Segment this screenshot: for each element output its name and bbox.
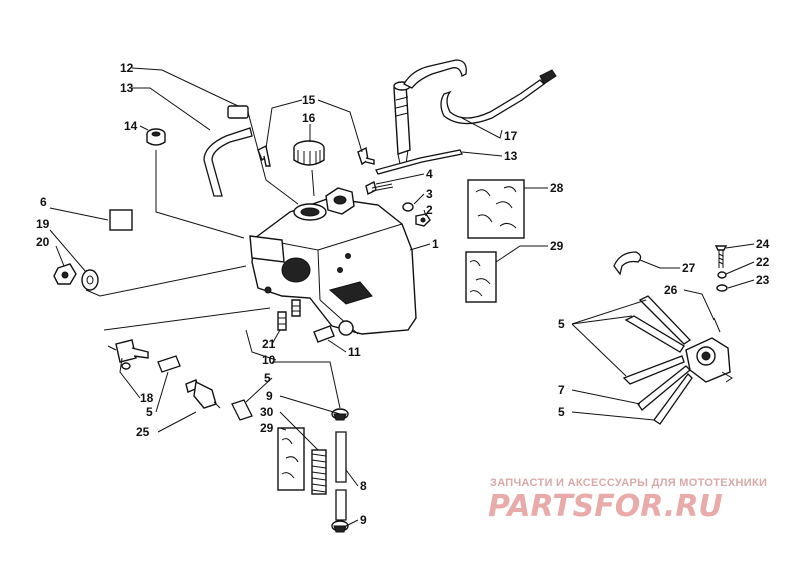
- filler-neck: [325, 187, 355, 215]
- callout-7: 7: [558, 383, 565, 397]
- callout-11: 11: [348, 345, 361, 359]
- watermark-logo: PARTSFOR.RU: [488, 489, 723, 524]
- part-drawings: [53, 59, 733, 533]
- pump-hose-1: [624, 315, 685, 353]
- callout-13-left: 13: [120, 81, 134, 95]
- callout-13-right: 13: [504, 149, 518, 163]
- foam-pad-large: [467, 179, 525, 239]
- ring-grommet: [81, 269, 99, 291]
- outlet-fitting: [313, 320, 354, 343]
- callout-26: 26: [664, 283, 678, 297]
- pump-hose-2: [638, 295, 692, 345]
- callout-2: 2: [426, 203, 433, 217]
- callout-19: 19: [36, 217, 50, 231]
- callout-9-lower: 9: [360, 513, 367, 527]
- callout-25: 25: [136, 425, 150, 439]
- callout-12: 12: [120, 61, 134, 75]
- oil-pump: [685, 317, 733, 383]
- hose-clamp-lower: [331, 520, 349, 533]
- pump-hose-3: [622, 355, 685, 385]
- pump-screw: [714, 245, 728, 268]
- oil-level-sensor: [393, 59, 557, 165]
- callout-21: 21: [262, 337, 276, 351]
- callout-9-upper: 9: [266, 389, 273, 403]
- callout-1: 1: [432, 237, 439, 251]
- callout-30: 30: [260, 405, 274, 419]
- callout-5-pump-upper: 5: [558, 317, 565, 331]
- mount-bolt: [365, 180, 394, 196]
- hose-clamp-upper: [331, 408, 349, 421]
- callout-10: 10: [262, 353, 276, 367]
- callout-28: 28: [550, 181, 564, 195]
- tank-cap: [293, 140, 325, 166]
- hose-clip: [613, 251, 642, 276]
- callout-22: 22: [756, 255, 770, 269]
- callout-27: 27: [682, 261, 696, 275]
- callout-6: 6: [40, 195, 47, 209]
- bottom-fitting-right: [291, 299, 301, 317]
- short-hose-b: [231, 399, 253, 421]
- spring: [311, 449, 327, 495]
- oil-grommet: [146, 128, 166, 146]
- foam-pad-small-right: [465, 251, 497, 303]
- callout-labels: 12 13 14 15 16 17 13 4 3 2 1 28 29 6 19 …: [36, 61, 770, 527]
- callout-4: 4: [426, 167, 433, 181]
- callout-18: 18: [140, 391, 154, 405]
- watermark-tagline: ЗАПЧАСТИ И АКСЕССУАРЫ ДЛЯ МОТОТЕХНИКИ: [490, 477, 767, 489]
- feed-hose-lower: [335, 489, 347, 521]
- decal: [109, 209, 133, 231]
- callout-5-left: 5: [146, 405, 153, 419]
- watermark: ЗАПЧАСТИ И АКСЕССУАРЫ ДЛЯ МОТОТЕХНИКИ PA…: [488, 477, 767, 524]
- foam-pad-small-bottom: [277, 427, 305, 491]
- elbow-fitting-right: [357, 146, 375, 166]
- callout-3: 3: [426, 187, 433, 201]
- bottom-fitting-left: [277, 311, 287, 331]
- callout-29-right: 29: [550, 239, 564, 253]
- short-hose-a: [157, 355, 181, 373]
- callout-5-pump-lower: 5: [558, 405, 565, 419]
- hex-nut: [53, 263, 77, 285]
- callout-14: 14: [124, 119, 138, 133]
- callout-20: 20: [36, 235, 50, 249]
- vent-line: [375, 149, 463, 175]
- inline-filter: [185, 379, 221, 409]
- elbow-fitting-left: [257, 144, 271, 167]
- shutoff-valve: [107, 339, 149, 370]
- pump-hose-4: [637, 365, 691, 411]
- leader-lines: [49, 67, 755, 527]
- callout-17: 17: [504, 129, 518, 143]
- mount-washer: [402, 202, 414, 212]
- callout-5-center: 5: [264, 371, 271, 385]
- callout-23: 23: [756, 273, 770, 287]
- feed-hose-upper: [335, 431, 347, 483]
- oil-tank: [249, 197, 417, 335]
- pump-hose-5: [653, 373, 693, 425]
- mount-nut: [415, 213, 431, 227]
- callout-29-bottom: 29: [260, 421, 274, 435]
- grommet-plate: [227, 105, 249, 119]
- vent-hose: [203, 127, 253, 197]
- callout-15: 15: [302, 93, 316, 107]
- callout-8: 8: [360, 479, 367, 493]
- flat-washer: [716, 284, 728, 292]
- callout-24: 24: [756, 237, 770, 251]
- callout-16: 16: [302, 111, 316, 125]
- lock-washer: [717, 271, 727, 279]
